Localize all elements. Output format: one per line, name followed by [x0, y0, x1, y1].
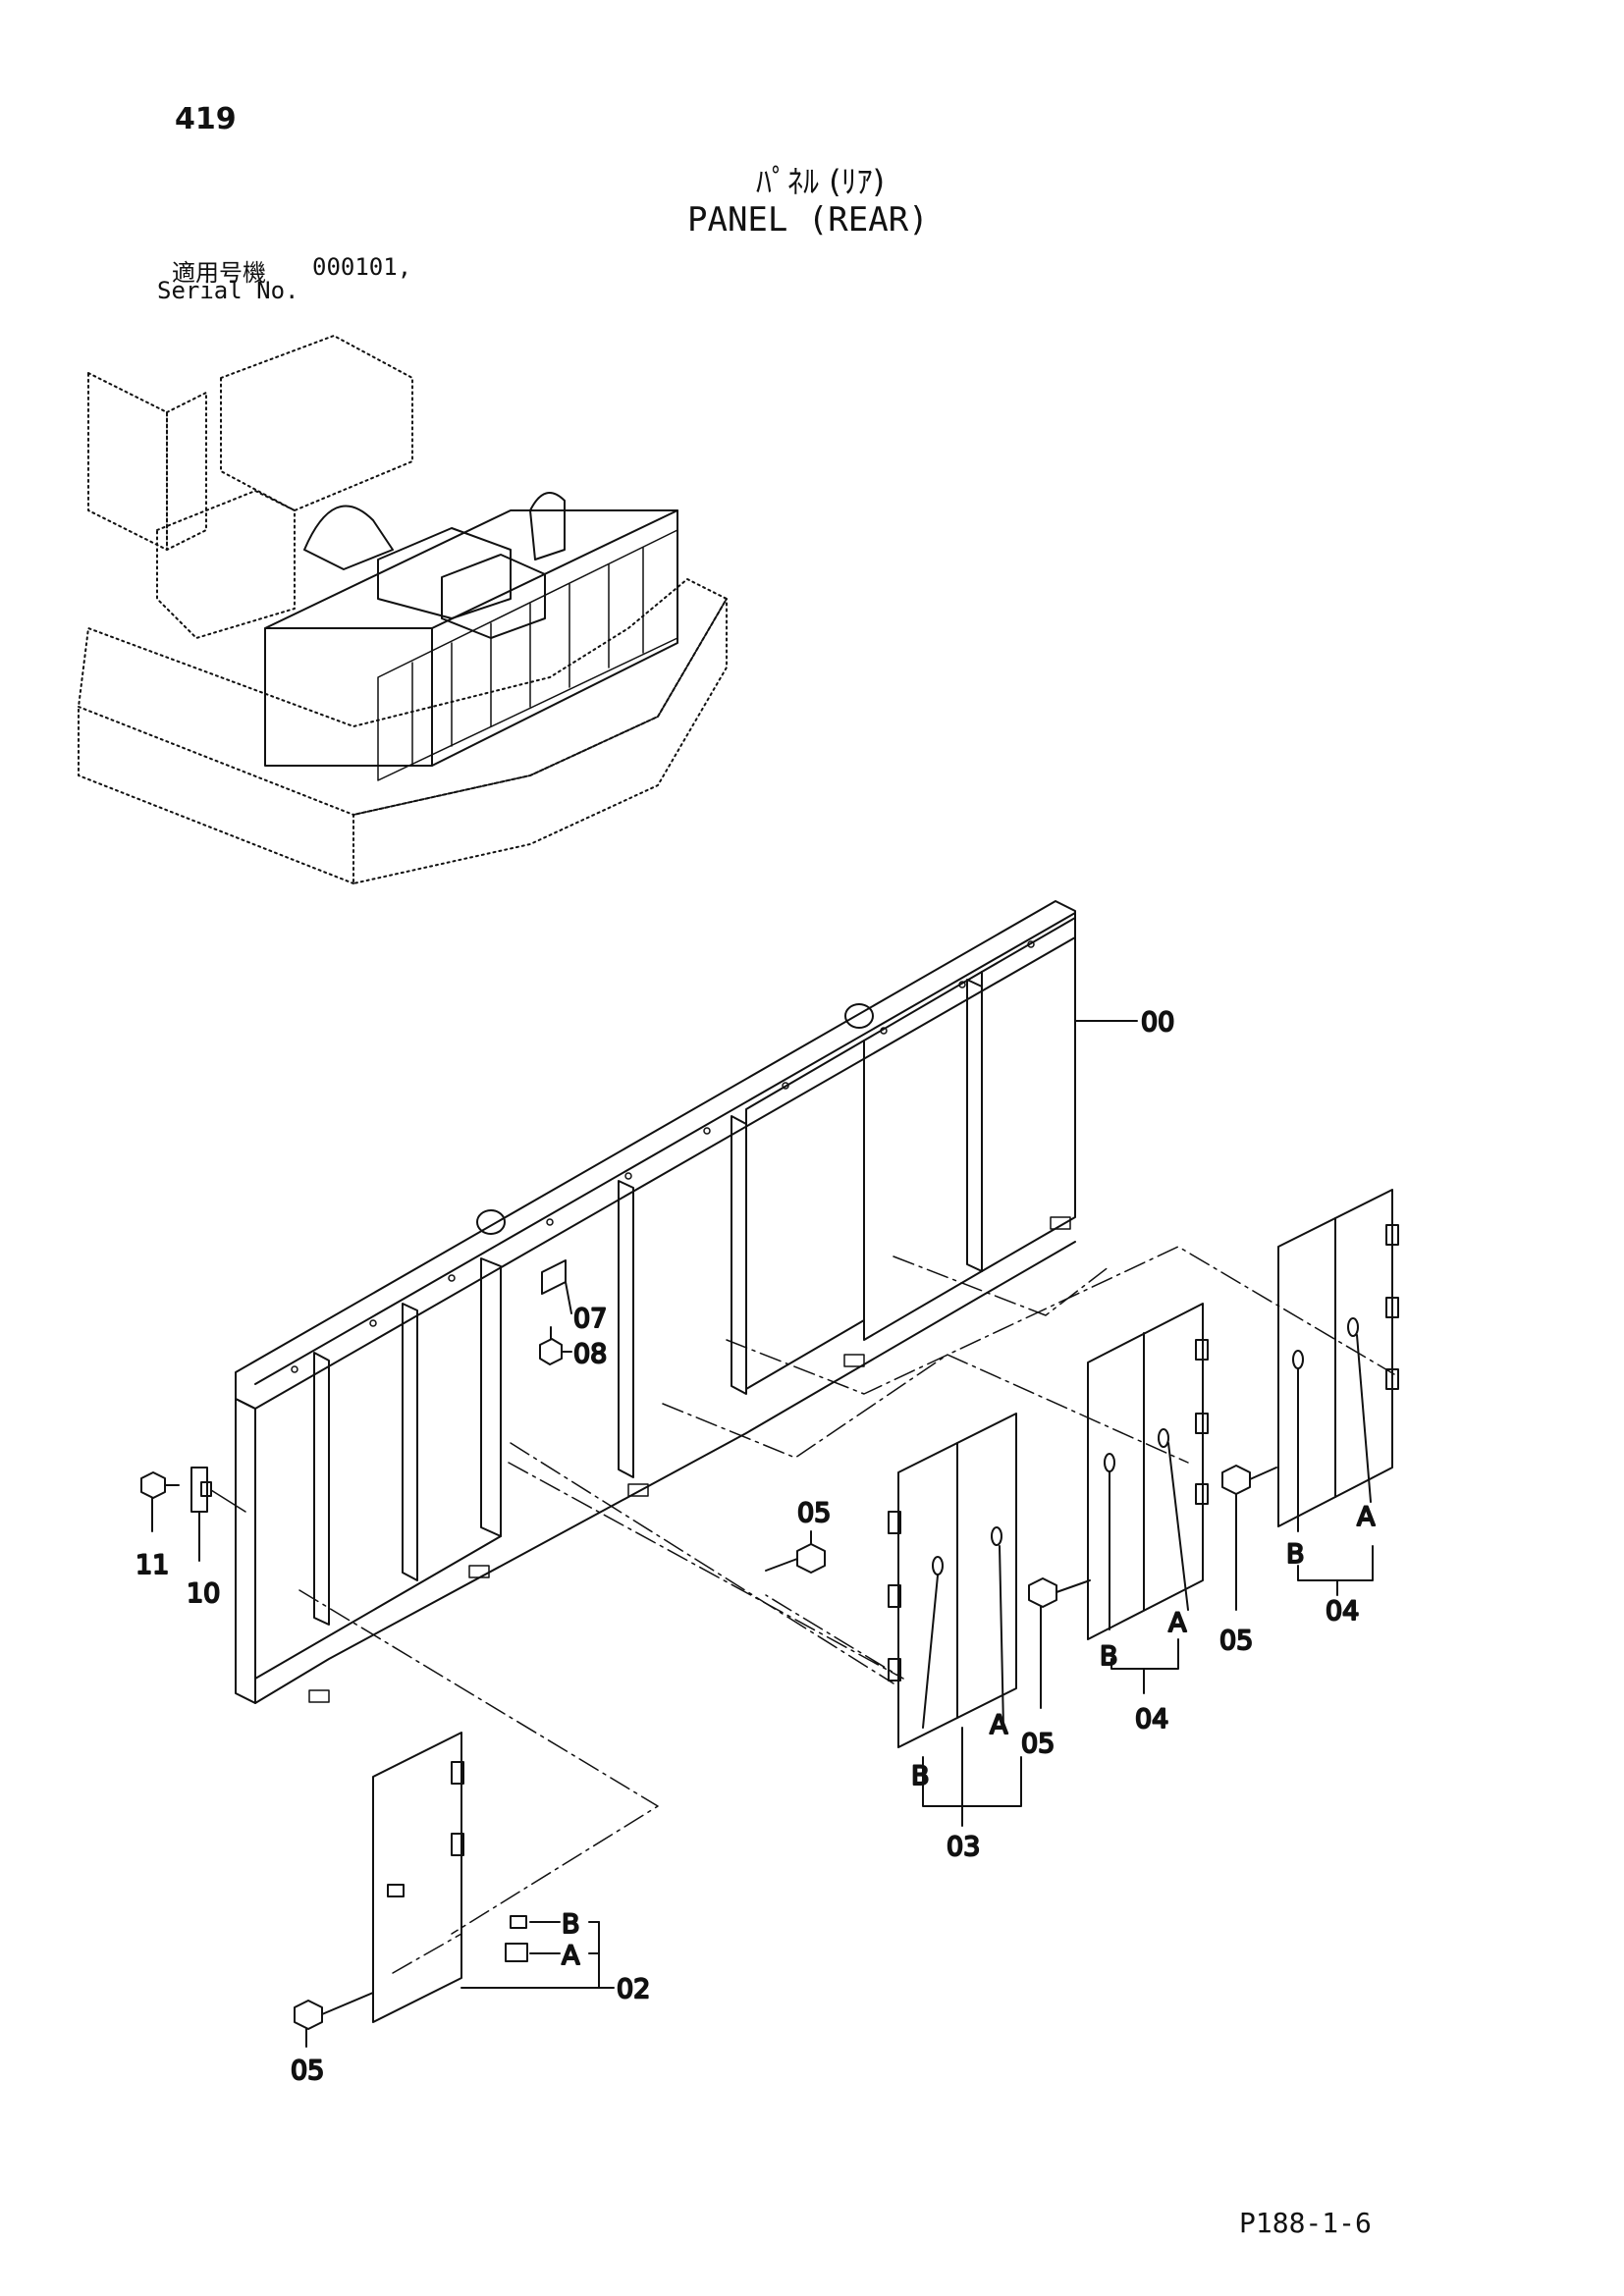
title-japanese: ﾊﾟﾈﾙ (ﾘｱ) [756, 163, 886, 200]
bolt-05-door04 [1221, 1465, 1277, 1611]
callout-11: 11 [135, 1550, 169, 1580]
door-panel-02 [372, 1732, 464, 2023]
callout-04-middle-a: A [1168, 1608, 1187, 1638]
callout-05-door03: 05 [1021, 1729, 1055, 1759]
page-number: 419 [175, 102, 237, 136]
callout-04-middle-b: B [1100, 1641, 1118, 1672]
callout-03: 03 [947, 1832, 980, 1862]
callout-07: 07 [573, 1304, 607, 1334]
serial-value: 000101, [312, 253, 412, 281]
latch-parts-02 [505, 1915, 528, 1962]
callout-02: 02 [617, 1974, 650, 2004]
callout-10: 10 [187, 1578, 220, 1609]
callout-02-b: B [562, 1909, 580, 1940]
door-panel-04-middle [1087, 1303, 1209, 1640]
footer-drawing-code: P188-1-6 [1239, 2207, 1372, 2239]
machine-overview-illustration [78, 335, 728, 884]
serial-label-japanese: 適用号機 [172, 259, 266, 287]
callout-04-right-a: A [1357, 1502, 1376, 1532]
bolt-05-door03 [1028, 1577, 1091, 1709]
callout-04-right-b: B [1286, 1539, 1305, 1570]
callout-03-b: B [911, 1761, 930, 1791]
bolt-05-center [765, 1530, 826, 1574]
bolt-05-bottom [294, 1992, 374, 2048]
door-panel-03 [888, 1413, 1017, 1748]
callout-05-bottom: 05 [291, 2056, 324, 2086]
bolt-08 [539, 1326, 563, 1365]
callout-05-door04: 05 [1219, 1626, 1253, 1656]
callout-04-right: 04 [1326, 1596, 1359, 1627]
callout-02-a: A [562, 1941, 580, 1971]
callout-05-center: 05 [797, 1498, 831, 1528]
bracket-07 [541, 1259, 572, 1314]
bolt-11 [140, 1471, 180, 1532]
assembly-guide-lines [298, 1246, 1395, 1974]
door-panel-04-right [1277, 1189, 1399, 1527]
callout-08: 08 [573, 1339, 607, 1369]
serial-label-english: Serial No. [157, 277, 299, 304]
rear-frame-assembly-00 [235, 900, 1076, 1704]
callout-03-a: A [990, 1710, 1008, 1740]
title-english: PANEL (REAR) [687, 200, 929, 240]
overview-engine-housing [264, 492, 678, 781]
callout-04-middle: 04 [1135, 1704, 1168, 1735]
callout-00: 00 [1141, 1007, 1174, 1038]
bracket-10 [190, 1467, 212, 1562]
